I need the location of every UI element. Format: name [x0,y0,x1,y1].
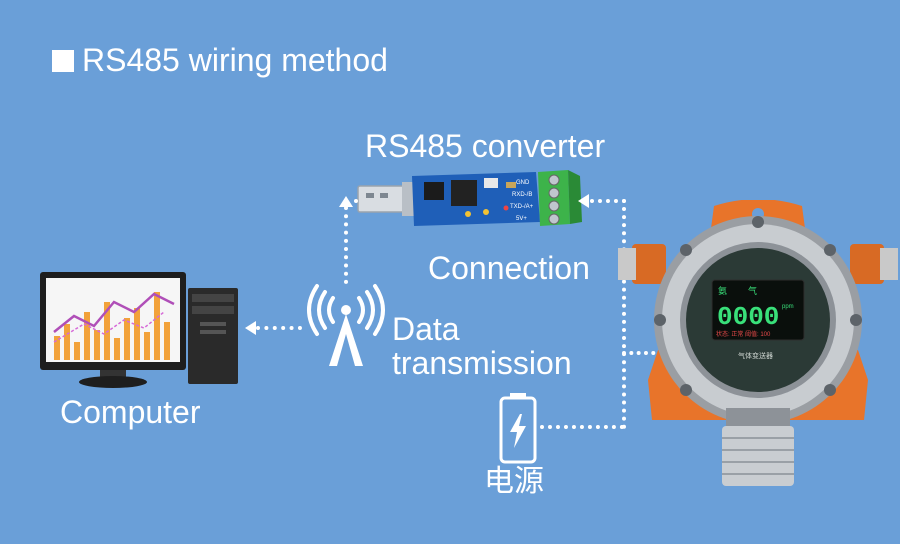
detector-link-line [622,351,670,355]
data-transmission-label: Data transmission [392,312,572,380]
computer-icon [40,272,238,388]
power-link-line [540,425,624,429]
connection-line-top [590,199,626,203]
computer-label: Computer [60,394,201,430]
transmission-line-top [344,199,358,203]
terminal-a-label: TXD-/A+ [510,204,534,210]
computer-arrow-icon [245,321,256,335]
display-header-mid: 气 [748,285,757,296]
rs485-converter-icon: GND RXD-/B TXD-/A+ 5V+ [357,170,582,226]
connection-arrow-icon [578,194,589,208]
display-header-left: 氨 [718,285,727,296]
converter-label: RS485 converter [365,128,606,164]
connection-line-vertical [622,199,626,429]
transmission-line-vertical [344,206,348,284]
gas-detector-icon: 氨 气 0000 ppm 状态: 正常 阈值: 100 气体变送器 [618,200,898,486]
data-transmission-line2: transmission [392,345,572,381]
terminal-gnd-label: GND [516,180,530,186]
battery-power-icon [499,393,537,464]
display-unit: ppm [782,304,794,310]
title-text: RS485 wiring method [82,42,388,78]
display-status: 状态: 正常 阈值: 100 [716,330,771,338]
computer-link-line [256,326,302,330]
title-bullet-icon [52,49,74,72]
data-transmission-line1: Data [392,311,460,347]
power-label: 电源 [484,465,544,498]
display-reading: 0000 [717,302,779,332]
detector-brand-text: 气体变送器 [738,351,773,360]
connection-label: Connection [428,250,590,286]
page-title: RS485 wiring method [52,42,388,79]
terminal-5v-label: 5V+ [516,216,527,222]
antenna-tower-icon [307,284,385,366]
terminal-b-label: RXD-/B [512,192,532,198]
